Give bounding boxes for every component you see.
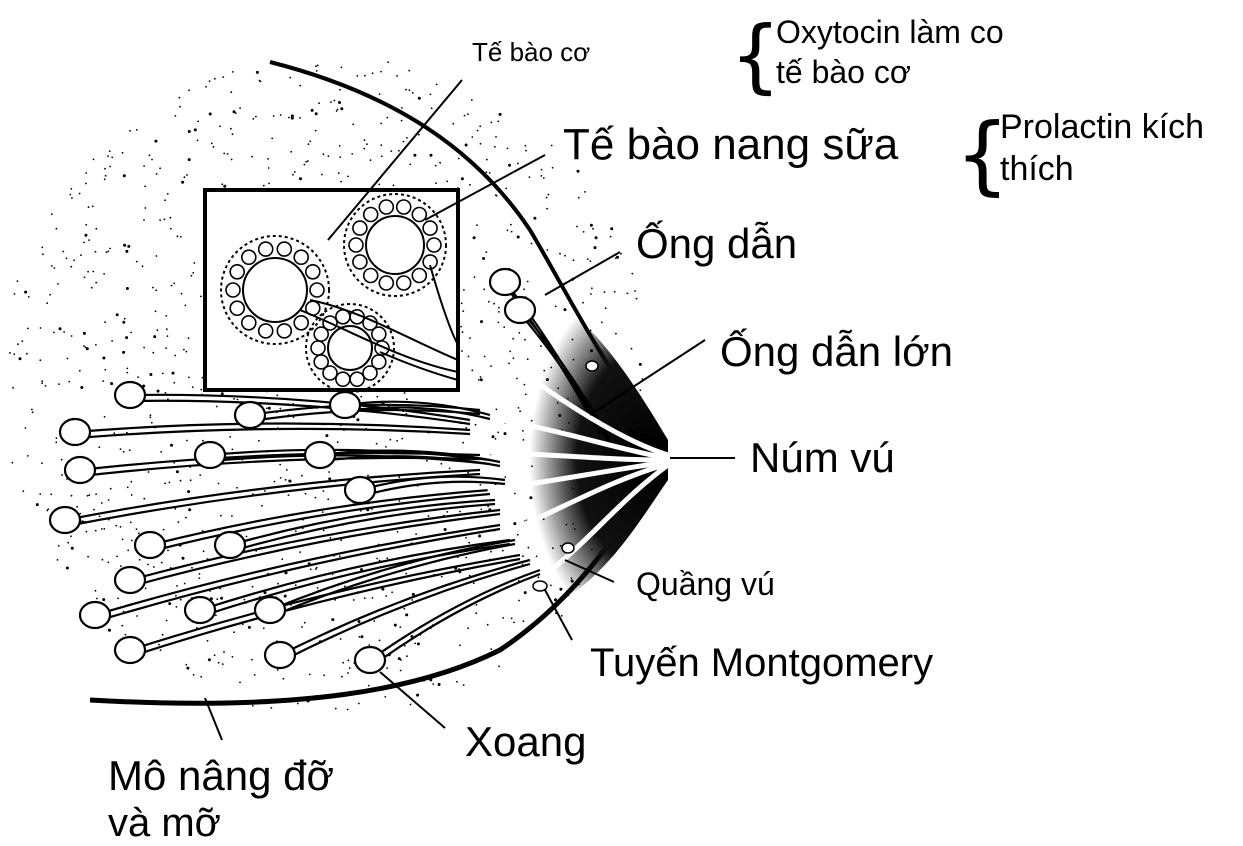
label-oxytocin-line1: Oxytocin làm co <box>776 14 1004 51</box>
label-large-duct: Ống dẫn lớn <box>720 328 953 376</box>
label-support-tissue-line2: và mỡ <box>108 800 221 846</box>
label-areola: Quầng vú <box>636 566 775 603</box>
label-sinus: Xoang <box>465 718 586 766</box>
label-prolactin-line2: thích <box>1000 150 1074 189</box>
label-alveolar-cells: Tế bào nang sữa <box>563 120 898 171</box>
label-nipple: Núm vú <box>750 434 895 482</box>
montgomery-gland <box>562 543 574 553</box>
label-montgomery-gland: Tuyến Montgomery <box>590 640 933 686</box>
label-oxytocin-line2: tế bào cơ <box>776 54 911 91</box>
brace-oxytocin: { <box>730 16 781 96</box>
label-duct: Ống dẫn <box>636 220 797 268</box>
label-support-tissue-line1: Mô nâng đỡ <box>108 752 334 800</box>
montgomery-gland <box>586 361 598 371</box>
label-prolactin-line1: Prolactin kích <box>1000 108 1204 147</box>
label-myoepithelial-cell: Tế bào cơ <box>472 38 590 68</box>
montgomery-gland <box>533 581 547 591</box>
